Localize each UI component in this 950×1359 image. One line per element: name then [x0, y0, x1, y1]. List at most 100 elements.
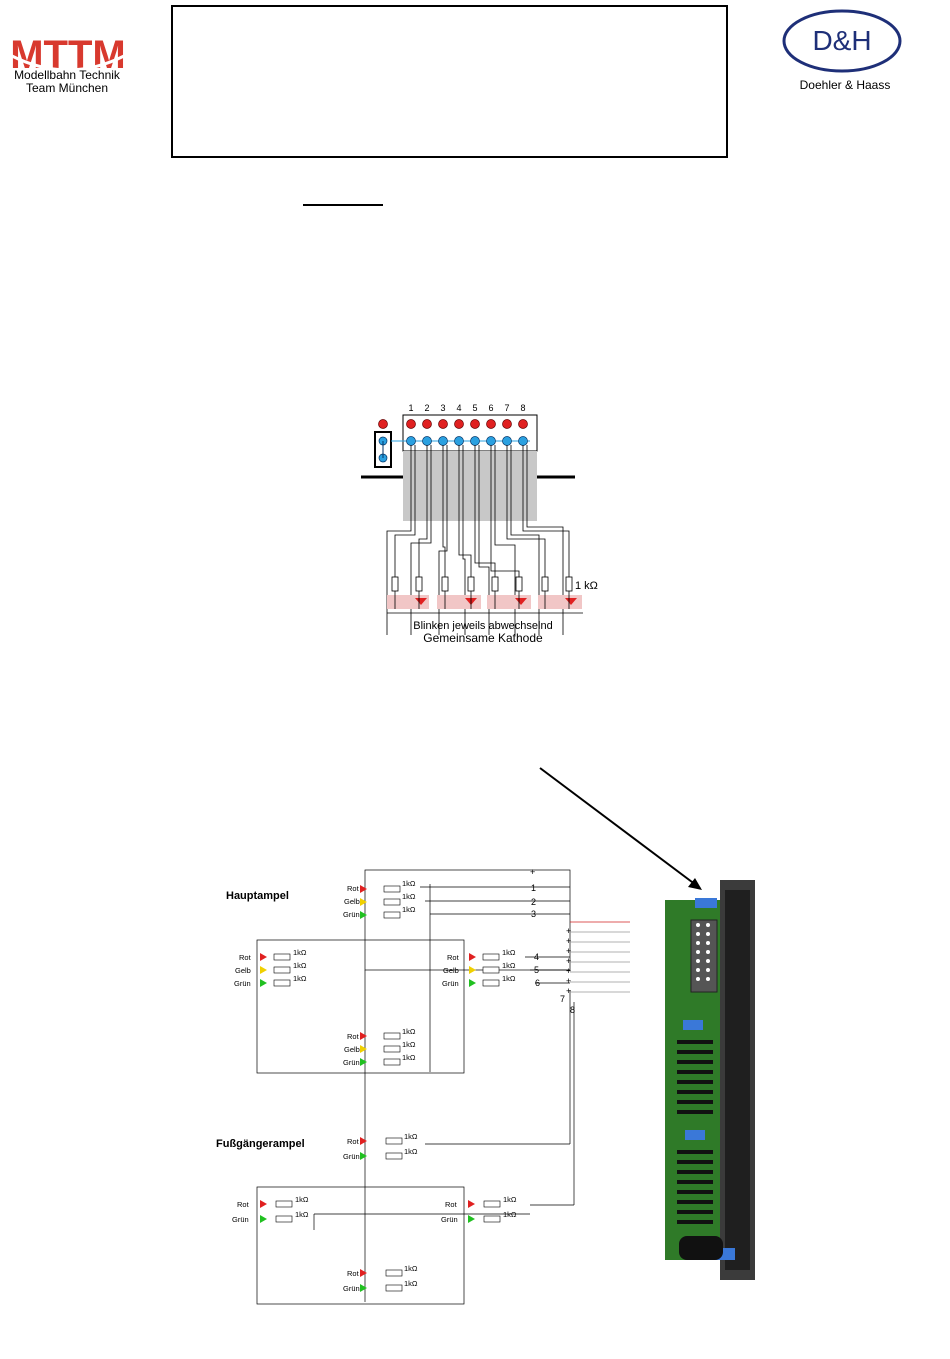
led-green-icon [360, 1284, 367, 1292]
led-yellow-icon [260, 966, 267, 974]
label-red: Rot [447, 953, 460, 962]
caption-line2: Gemeinsame Kathode [423, 631, 543, 645]
label-resistor: 1kΩ [502, 961, 516, 970]
section-title-pedestrian: Fußgängerampel [216, 1138, 305, 1150]
dh-logo-mark: D&H [812, 25, 871, 56]
mttm-name-line1: Modellbahn Technik [14, 68, 120, 82]
label-resistor: 1kΩ [503, 1210, 517, 1219]
label-resistor: 1kΩ [402, 1040, 416, 1049]
dh-logo-text: Doehler & Haass [799, 78, 891, 92]
pin-number: 6 [488, 403, 493, 413]
connector-pin-pair [486, 419, 496, 446]
top-wiring-diagram: 1 2 3 4 5 6 7 8 [361, 403, 598, 645]
plus-label: + [566, 966, 571, 976]
title-underline [303, 204, 383, 206]
connector-pin-pair [518, 419, 528, 446]
label-resistor: 1kΩ [404, 1264, 418, 1273]
led-red-icon [360, 1269, 367, 1277]
wire-number: 1 [531, 883, 536, 893]
label-resistor: 1kΩ [402, 879, 416, 888]
label-green: Grün [343, 1058, 360, 1067]
pin-number: 7 [504, 403, 509, 413]
led-red-icon [468, 1200, 475, 1208]
led-red-icon [469, 953, 476, 961]
mttm-logo: MTTM [10, 33, 126, 77]
connector-pin-pair [422, 419, 432, 446]
pin-number: 5 [472, 403, 477, 413]
section-title-main: Hauptampel [226, 890, 289, 902]
led-green-icon [468, 1215, 475, 1223]
led-yellow-icon [360, 1045, 367, 1053]
wire-number: 3 [531, 909, 536, 919]
pin-number: 4 [456, 403, 461, 413]
plus-label: + [566, 956, 571, 966]
wire-number: 6 [535, 978, 540, 988]
pin-number: 2 [424, 403, 429, 413]
mttm-name-line2: Team München [25, 81, 109, 95]
label-red: Rot [347, 1032, 360, 1041]
label-green: Grün [232, 1215, 249, 1224]
label-red: Rot [347, 884, 360, 893]
led-red-icon [260, 953, 267, 961]
label-resistor: 1kΩ [503, 1195, 517, 1204]
led-green-icon [260, 1215, 267, 1223]
label-yellow: Gelb [344, 897, 360, 906]
label-green: Grün [442, 979, 459, 988]
wire-number: 8 [570, 1005, 575, 1015]
plus-label: + [566, 936, 571, 946]
dh-logo: D&H [782, 9, 902, 73]
led-red-icon [360, 1137, 367, 1145]
pin-number: 1 [408, 403, 413, 413]
plus-label: + [566, 976, 571, 986]
pin-number: 8 [520, 403, 525, 413]
label-green: Grün [234, 979, 251, 988]
plus-label: + [566, 986, 571, 996]
circuit-board-image [665, 880, 755, 1280]
traffic-light-schematic: + + + + + + + + 1 2 3 4 5 6 7 8 Hauptamp… [216, 867, 630, 1305]
label-resistor: 1kΩ [404, 1132, 418, 1141]
pin-number: 3 [440, 403, 445, 413]
led-green-icon [360, 911, 367, 919]
label-yellow: Gelb [344, 1045, 360, 1054]
led-green-icon [360, 1058, 367, 1066]
led-green-icon [260, 979, 267, 987]
label-resistor: 1kΩ [293, 948, 307, 957]
led-yellow-icon [360, 898, 367, 906]
label-resistor: 1kΩ [402, 1027, 416, 1036]
resistor-label: 1 kΩ [575, 580, 598, 592]
label-yellow: Gelb [235, 966, 251, 975]
wire-number: 2 [531, 897, 536, 907]
label-resistor: 1kΩ [502, 948, 516, 957]
led-red-icon [260, 1200, 267, 1208]
wire-number: 5 [534, 965, 539, 975]
wire-number: 7 [560, 994, 565, 1004]
plus-label: + [530, 867, 535, 877]
connector-pin-pair [470, 419, 480, 446]
label-red: Rot [239, 953, 252, 962]
pointer-arrow-icon [539, 767, 702, 890]
header-box [171, 5, 728, 158]
plus-label: + [566, 926, 571, 936]
label-resistor: 1kΩ [402, 905, 416, 914]
label-red: Rot [445, 1200, 458, 1209]
led-green-icon [360, 1152, 367, 1160]
label-red: Rot [347, 1137, 360, 1146]
led-icon [415, 598, 427, 605]
label-resistor: 1kΩ [293, 961, 307, 970]
label-red: Rot [237, 1200, 250, 1209]
label-green: Grün [441, 1215, 458, 1224]
mttm-logo-text: Modellbahn Technik Team München [0, 69, 134, 95]
led-icon [515, 598, 527, 605]
led-icon [565, 598, 577, 605]
wire-number: 4 [534, 952, 539, 962]
label-resistor: 1kΩ [402, 892, 416, 901]
led-green-icon [469, 979, 476, 987]
label-resistor: 1kΩ [404, 1147, 418, 1156]
label-resistor: 1kΩ [404, 1279, 418, 1288]
led-red-icon [360, 885, 367, 893]
caption-line1: Blinken jeweils abwechselnd [413, 620, 552, 632]
label-resistor: 1kΩ [402, 1053, 416, 1062]
label-resistor: 1kΩ [295, 1210, 309, 1219]
label-green: Grün [343, 910, 360, 919]
label-yellow: Gelb [443, 966, 459, 975]
